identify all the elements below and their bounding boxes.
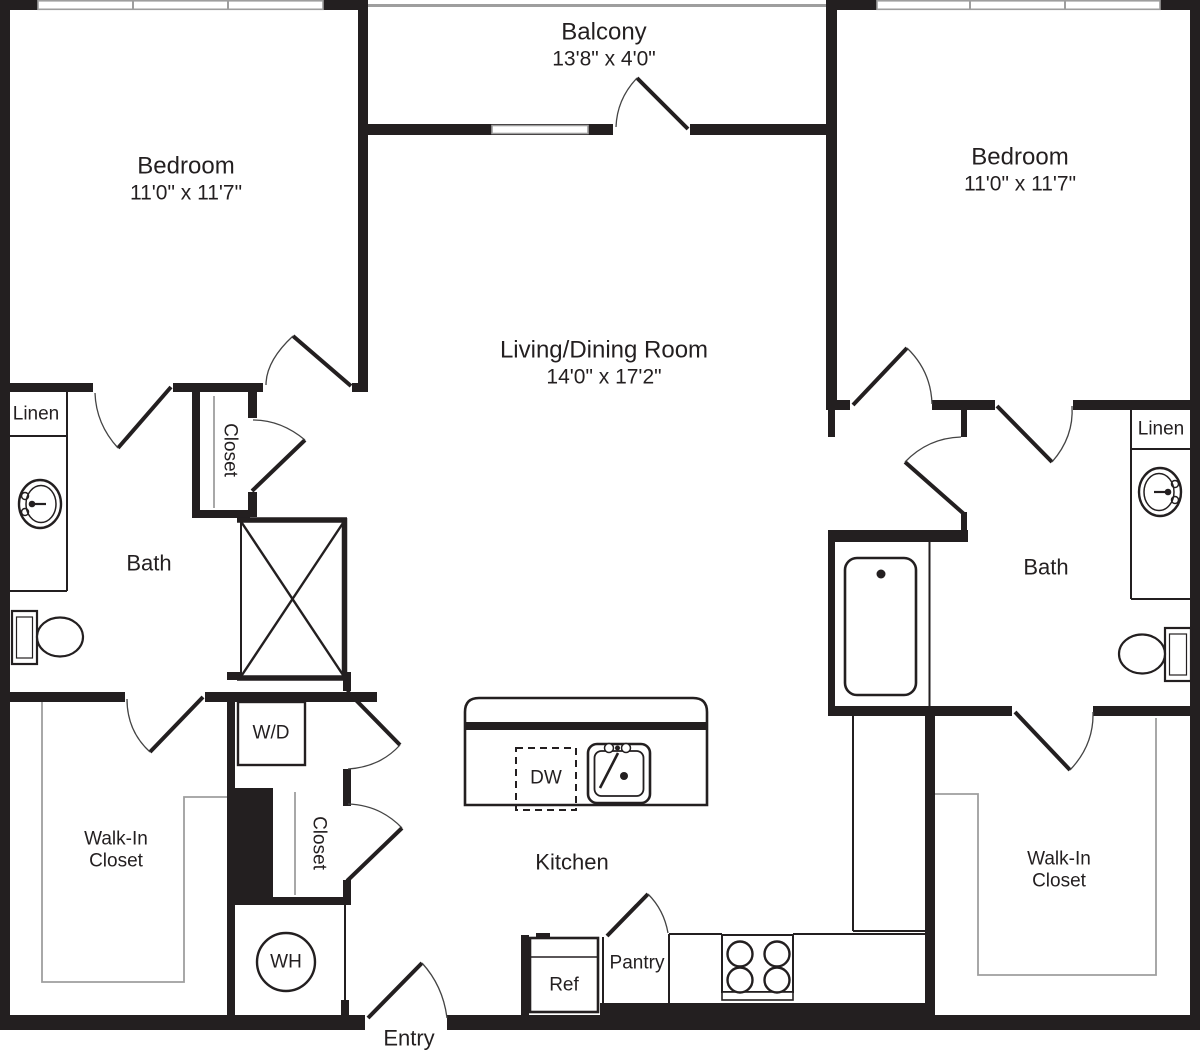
left-bath-door xyxy=(94,385,173,450)
balcony-door xyxy=(615,76,690,131)
sink-left-icon xyxy=(17,478,63,530)
wd-closet-door xyxy=(345,689,402,770)
living-dining-dims: 14'0" x 17'2" xyxy=(546,366,661,389)
kitchen-label: Kitchen xyxy=(535,850,608,875)
window-left-bedroom xyxy=(37,0,324,11)
pantry-label: Pantry xyxy=(610,953,665,974)
left-walkin-door xyxy=(126,695,205,754)
right-hall-door xyxy=(903,436,966,516)
walkin-right-line2: Closet xyxy=(1032,871,1087,892)
balcony-label: Balcony xyxy=(561,19,646,46)
kitchen-sink-icon xyxy=(586,742,652,805)
window-living xyxy=(491,124,589,135)
walkin-left-line2: Closet xyxy=(89,851,144,872)
bedroom-right-dims: 11'0" x 11'7" xyxy=(964,173,1076,196)
bedroom-left-label: Bedroom xyxy=(137,153,234,180)
tub-icon xyxy=(843,556,918,697)
linen-left-label: Linen xyxy=(13,404,60,425)
shower xyxy=(237,517,348,681)
doors xyxy=(94,76,1094,1020)
right-walkin-door xyxy=(1013,710,1094,772)
water-heater-circle xyxy=(255,931,317,993)
toilet-right-icon xyxy=(1117,626,1193,683)
refrigerator-box xyxy=(528,933,600,1014)
left-bedroom-door xyxy=(265,334,353,388)
washer-dryer-box xyxy=(236,700,307,767)
closet-lower-left-label: Closet xyxy=(309,816,330,871)
toilet-left-icon xyxy=(10,609,85,666)
kitchen-island xyxy=(463,696,709,811)
balcony-edge-line xyxy=(368,4,826,7)
pantry-door xyxy=(605,892,669,938)
bath-right-label: Bath xyxy=(1023,555,1068,580)
balcony-dims: 13'8" x 4'0" xyxy=(552,48,656,71)
entry-door xyxy=(366,961,448,1020)
left-closet-door xyxy=(250,419,307,493)
bedroom-right-label: Bedroom xyxy=(971,144,1068,171)
linen-right-label: Linen xyxy=(1138,419,1185,440)
entry-label: Entry xyxy=(383,1026,434,1050)
lower-closet-door xyxy=(345,803,404,883)
sink-right-icon xyxy=(1137,466,1183,518)
stove-icon xyxy=(721,934,794,1001)
right-bedroom-door xyxy=(851,346,933,407)
right-bath-door xyxy=(995,404,1073,464)
water-heater-label: WH xyxy=(270,952,302,973)
shelf-lines xyxy=(41,396,1157,983)
window-right-bedroom xyxy=(876,0,1161,11)
windows xyxy=(37,0,1161,135)
washer-dryer-label: W/D xyxy=(253,723,290,744)
thin-walls xyxy=(10,392,1190,1003)
living-dining-label: Living/Dining Room xyxy=(500,337,708,364)
dishwasher-box xyxy=(515,747,577,811)
refrigerator-label: Ref xyxy=(549,975,579,996)
bedroom-left-dims: 11'0" x 11'7" xyxy=(130,182,242,205)
walkin-right-line1: Walk-In xyxy=(1027,849,1091,870)
walkin-left-line1: Walk-In xyxy=(84,829,148,850)
dishwasher-label: DW xyxy=(530,768,562,789)
bath-left-label: Bath xyxy=(126,551,171,576)
labels: Balcony 13'8" x 4'0" Bedroom 11'0" x 11'… xyxy=(13,19,1185,1050)
closet-upper-left-label: Closet xyxy=(220,423,241,478)
